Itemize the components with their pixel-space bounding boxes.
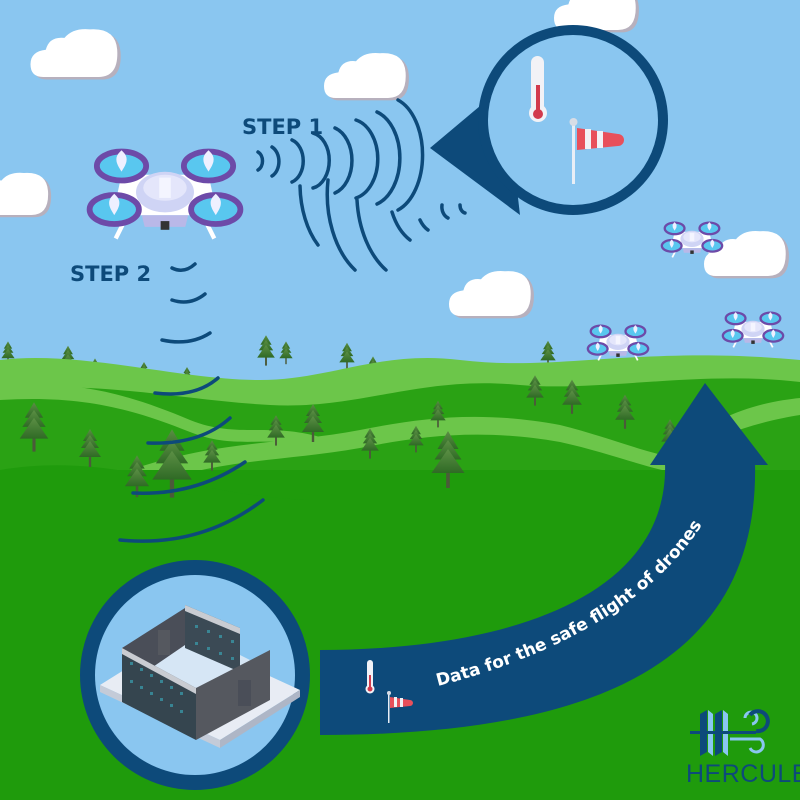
hercules-logo: HERCULES [686, 709, 800, 788]
cloud-icon [0, 172, 52, 218]
windsock-icon [387, 691, 413, 723]
hill-band [130, 416, 700, 488]
hill-band [720, 398, 800, 435]
thermometer-icon [365, 660, 375, 694]
windsock-icon [569, 118, 624, 184]
hercules-logo-icon [690, 709, 770, 756]
step1-label: STEP 1 [242, 115, 323, 139]
logo-text: HERCULES [686, 760, 800, 788]
data-center-icon [100, 605, 300, 748]
data-center-bubble [80, 560, 310, 790]
step1-signal-waves [256, 98, 467, 272]
thermometer-icon [529, 56, 547, 122]
step2-signal-waves [118, 262, 265, 543]
sensor-bubble [430, 25, 668, 215]
hill-band [0, 384, 330, 450]
step2-label: STEP 2 [70, 262, 151, 286]
